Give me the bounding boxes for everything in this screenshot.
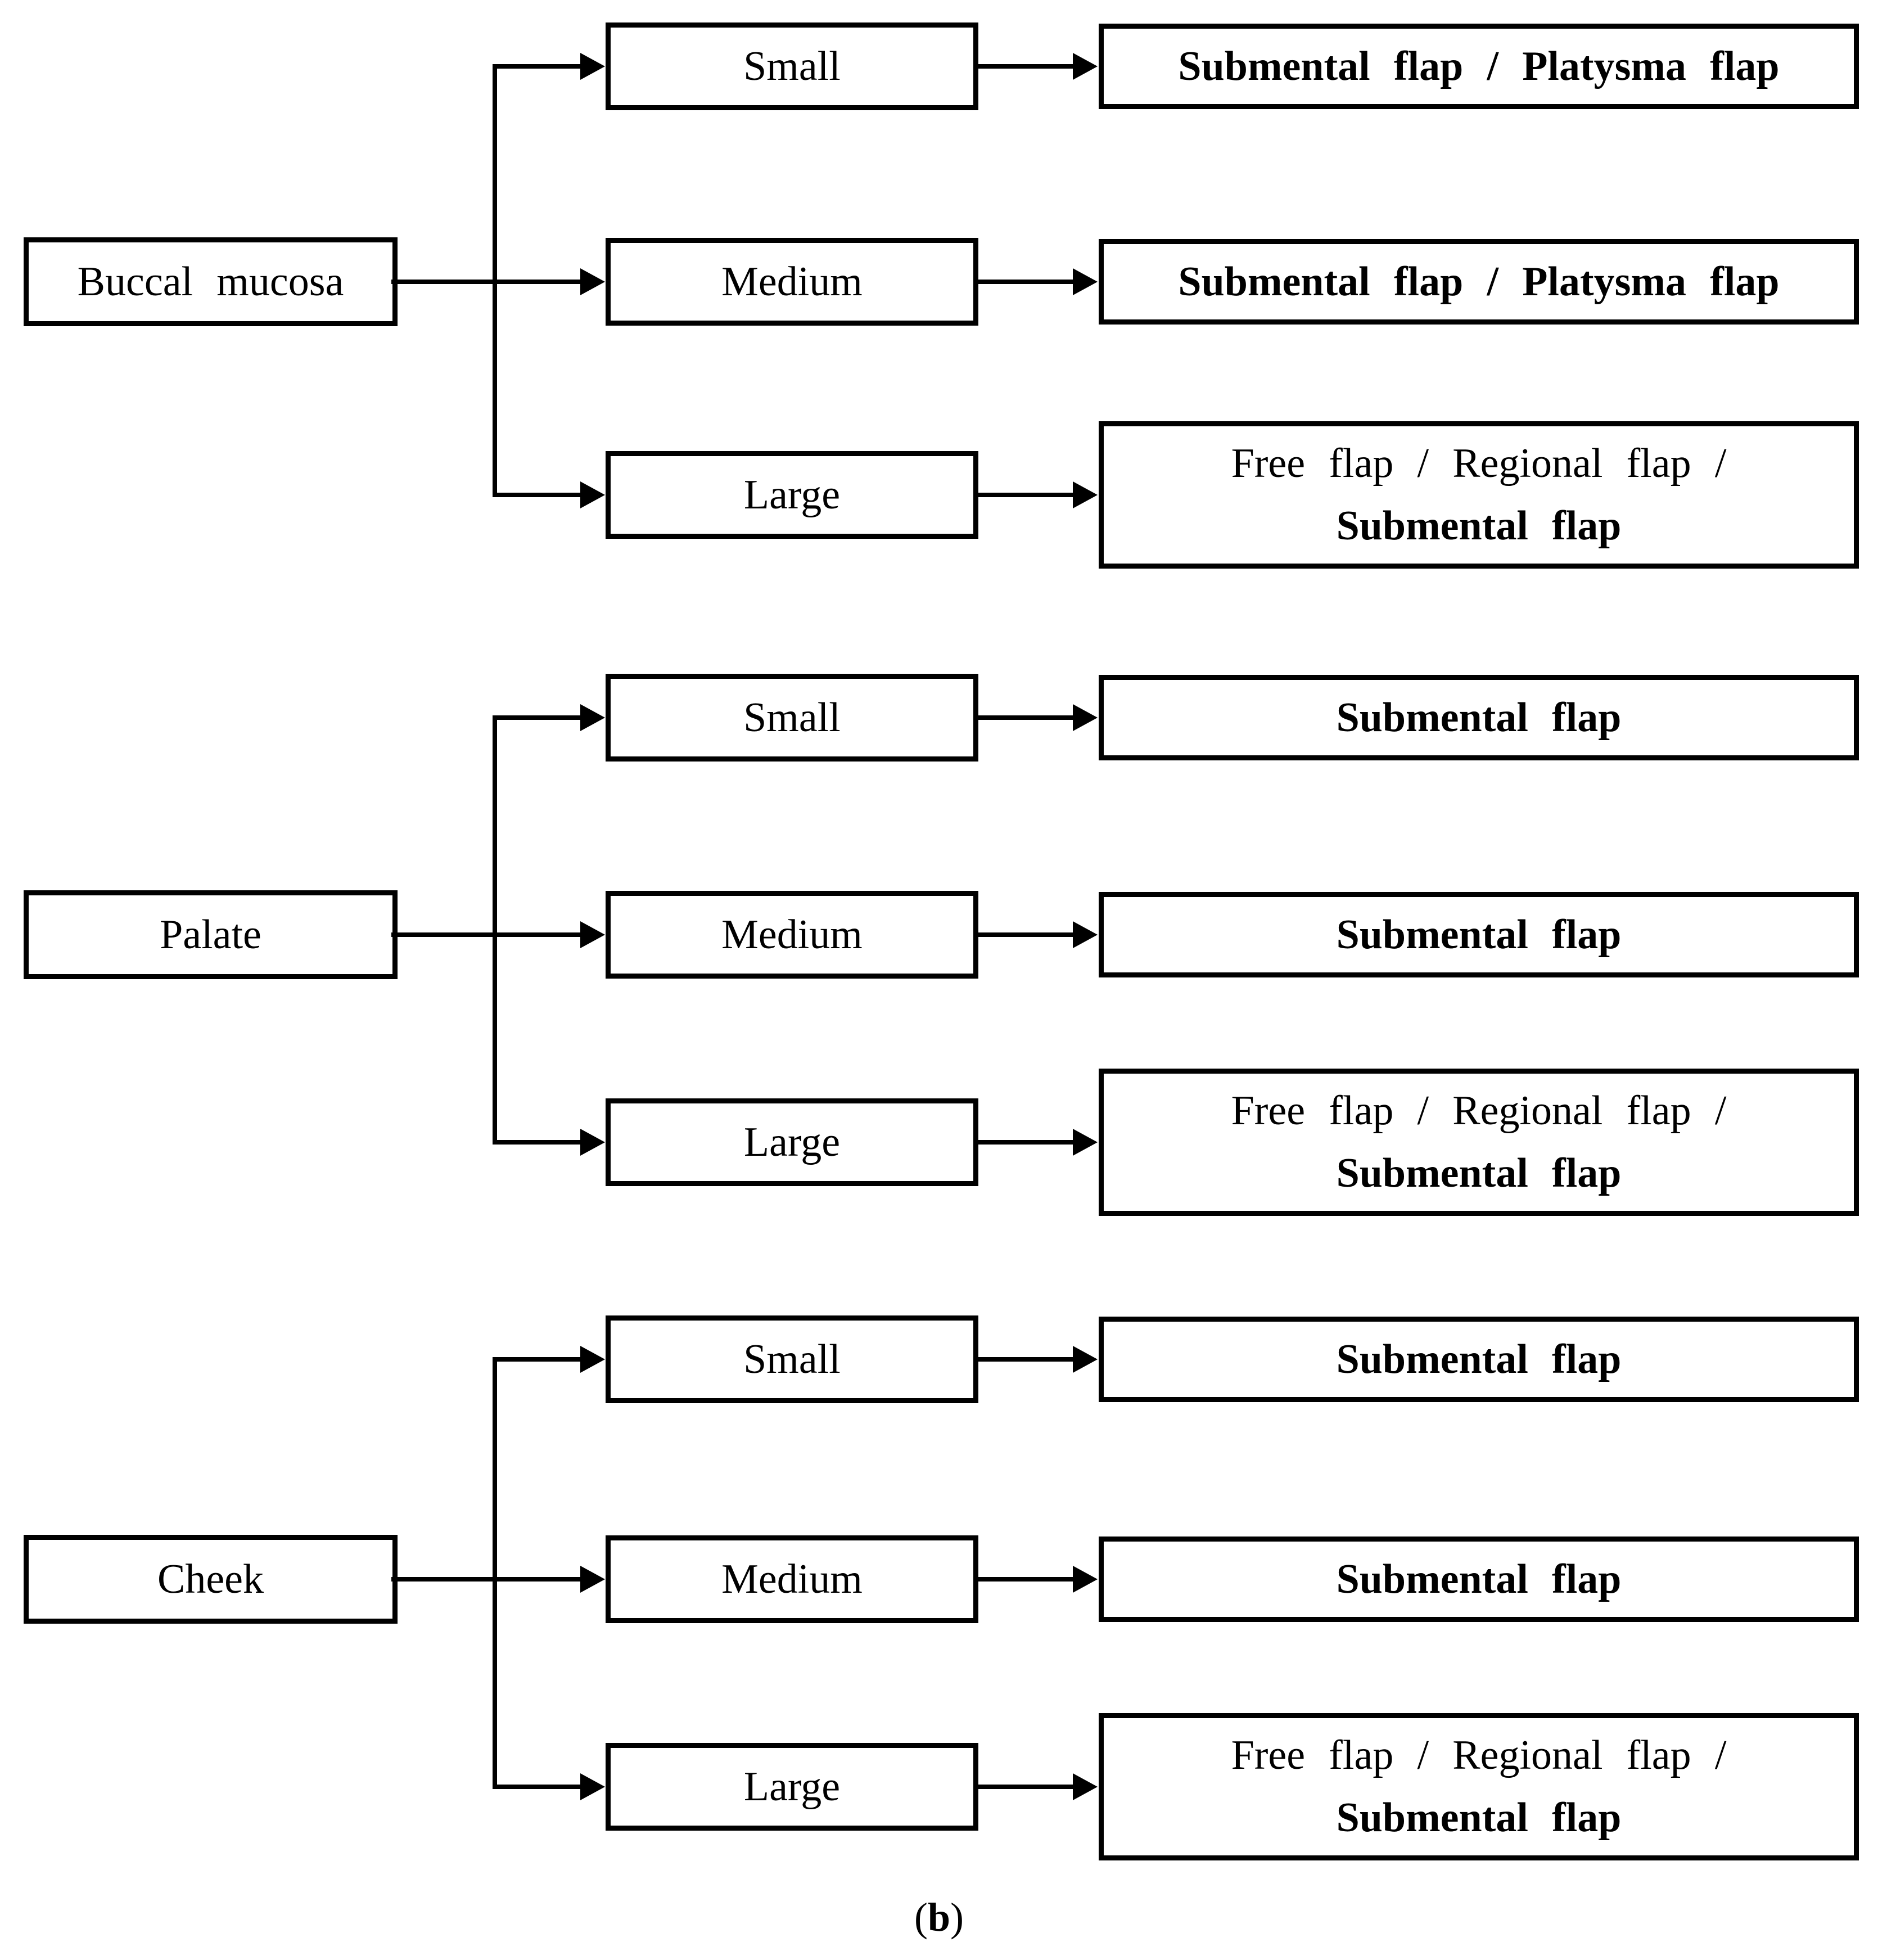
connector-line bbox=[978, 280, 1075, 284]
result-line-plain: Free flap / Regional flap / bbox=[1231, 1732, 1727, 1778]
source-node-cheek: Cheek bbox=[24, 1535, 398, 1624]
size-label: Large bbox=[743, 1119, 841, 1165]
arrowhead-right-icon bbox=[580, 921, 605, 948]
connector-line bbox=[978, 64, 1075, 69]
arrowhead-right-icon bbox=[1073, 921, 1098, 948]
size-node-small: Small bbox=[606, 22, 978, 110]
connector-line bbox=[978, 1357, 1075, 1362]
size-label: Medium bbox=[721, 1556, 863, 1602]
arrowhead-right-icon bbox=[1073, 1346, 1098, 1373]
size-node-medium: Medium bbox=[606, 238, 978, 326]
source-node-palate: Palate bbox=[24, 890, 398, 979]
connector-line bbox=[391, 932, 583, 937]
result-line-bold: Submental flap bbox=[1336, 911, 1622, 958]
connector-line bbox=[978, 493, 1075, 497]
result-line-bold: Submental flap bbox=[1336, 1150, 1622, 1196]
arrowhead-right-icon bbox=[580, 481, 605, 508]
size-node-medium: Medium bbox=[606, 891, 978, 979]
source-label: Palate bbox=[160, 911, 261, 958]
result-line-plain: Free flap / Regional flap / bbox=[1231, 440, 1727, 486]
connector-line bbox=[978, 1140, 1075, 1145]
size-label: Small bbox=[743, 43, 841, 89]
arrowhead-right-icon bbox=[1073, 481, 1098, 508]
size-node-small: Small bbox=[606, 1315, 978, 1403]
size-node-large: Large bbox=[606, 1743, 978, 1831]
result-node: Submental flap bbox=[1099, 675, 1859, 760]
arrowhead-right-icon bbox=[580, 1346, 605, 1373]
connector-line bbox=[493, 1785, 583, 1789]
result-line-bold: Submental flap bbox=[1336, 503, 1622, 549]
size-label: Medium bbox=[721, 911, 863, 958]
size-node-medium: Medium bbox=[606, 1535, 978, 1623]
result-line-plain: Free flap / Regional flap / bbox=[1231, 1088, 1727, 1134]
result-line-bold: Submental flap / Platysma flap bbox=[1178, 43, 1780, 89]
result-node: Submental flap / Platysma flap bbox=[1099, 239, 1859, 325]
caption-letter: b bbox=[927, 1895, 951, 1940]
connector-line bbox=[978, 715, 1075, 720]
size-node-large: Large bbox=[606, 1098, 978, 1186]
size-label: Small bbox=[743, 1336, 841, 1382]
source-label: Cheek bbox=[157, 1556, 264, 1602]
connector-line bbox=[493, 715, 583, 720]
branch-vertical-line bbox=[493, 1357, 497, 1789]
result-node: Submental flap / Platysma flap bbox=[1099, 24, 1859, 109]
arrowhead-right-icon bbox=[1073, 268, 1098, 295]
connector-line bbox=[493, 1357, 583, 1362]
arrowhead-right-icon bbox=[580, 1566, 605, 1593]
size-label: Large bbox=[743, 1763, 841, 1810]
connector-line bbox=[978, 932, 1075, 937]
size-label: Small bbox=[743, 694, 841, 741]
result-line-bold: Submental flap / Platysma flap bbox=[1178, 258, 1780, 305]
size-label: Large bbox=[743, 471, 841, 518]
arrowhead-right-icon bbox=[1073, 1129, 1098, 1156]
result-line-bold: Submental flap bbox=[1336, 1556, 1622, 1602]
connector-line bbox=[391, 1577, 583, 1581]
size-label: Medium bbox=[721, 258, 863, 305]
result-line-bold: Submental flap bbox=[1336, 1795, 1622, 1841]
connector-line bbox=[493, 1140, 583, 1145]
source-label: Buccal mucosa bbox=[77, 258, 344, 305]
caption-close-paren: ) bbox=[950, 1895, 964, 1940]
connector-line bbox=[978, 1785, 1075, 1789]
size-node-large: Large bbox=[606, 451, 978, 539]
arrowhead-right-icon bbox=[1073, 1566, 1098, 1593]
result-node: Free flap / Regional flap / Submental fl… bbox=[1099, 1069, 1859, 1216]
size-node-small: Small bbox=[606, 674, 978, 762]
arrowhead-right-icon bbox=[580, 1129, 605, 1156]
arrowhead-right-icon bbox=[580, 1773, 605, 1800]
result-node: Submental flap bbox=[1099, 892, 1859, 977]
connector-line bbox=[391, 280, 583, 284]
arrowhead-right-icon bbox=[580, 53, 605, 80]
result-line-bold: Submental flap bbox=[1336, 1336, 1622, 1382]
arrowhead-right-icon bbox=[1073, 704, 1098, 731]
arrowhead-right-icon bbox=[580, 704, 605, 731]
figure-caption: (b) bbox=[0, 1893, 1878, 1941]
connector-line bbox=[978, 1577, 1075, 1581]
arrowhead-right-icon bbox=[1073, 53, 1098, 80]
result-node: Submental flap bbox=[1099, 1537, 1859, 1622]
result-node: Free flap / Regional flap / Submental fl… bbox=[1099, 421, 1859, 569]
connector-line bbox=[493, 493, 583, 497]
source-node-buccal-mucosa: Buccal mucosa bbox=[24, 237, 398, 326]
arrowhead-right-icon bbox=[580, 268, 605, 295]
branch-vertical-line bbox=[493, 715, 497, 1145]
result-node: Free flap / Regional flap / Submental fl… bbox=[1099, 1713, 1859, 1860]
caption-open-paren: ( bbox=[914, 1895, 928, 1940]
connector-line bbox=[493, 64, 583, 69]
arrowhead-right-icon bbox=[1073, 1773, 1098, 1800]
result-line-bold: Submental flap bbox=[1336, 694, 1622, 741]
result-node: Submental flap bbox=[1099, 1317, 1859, 1402]
